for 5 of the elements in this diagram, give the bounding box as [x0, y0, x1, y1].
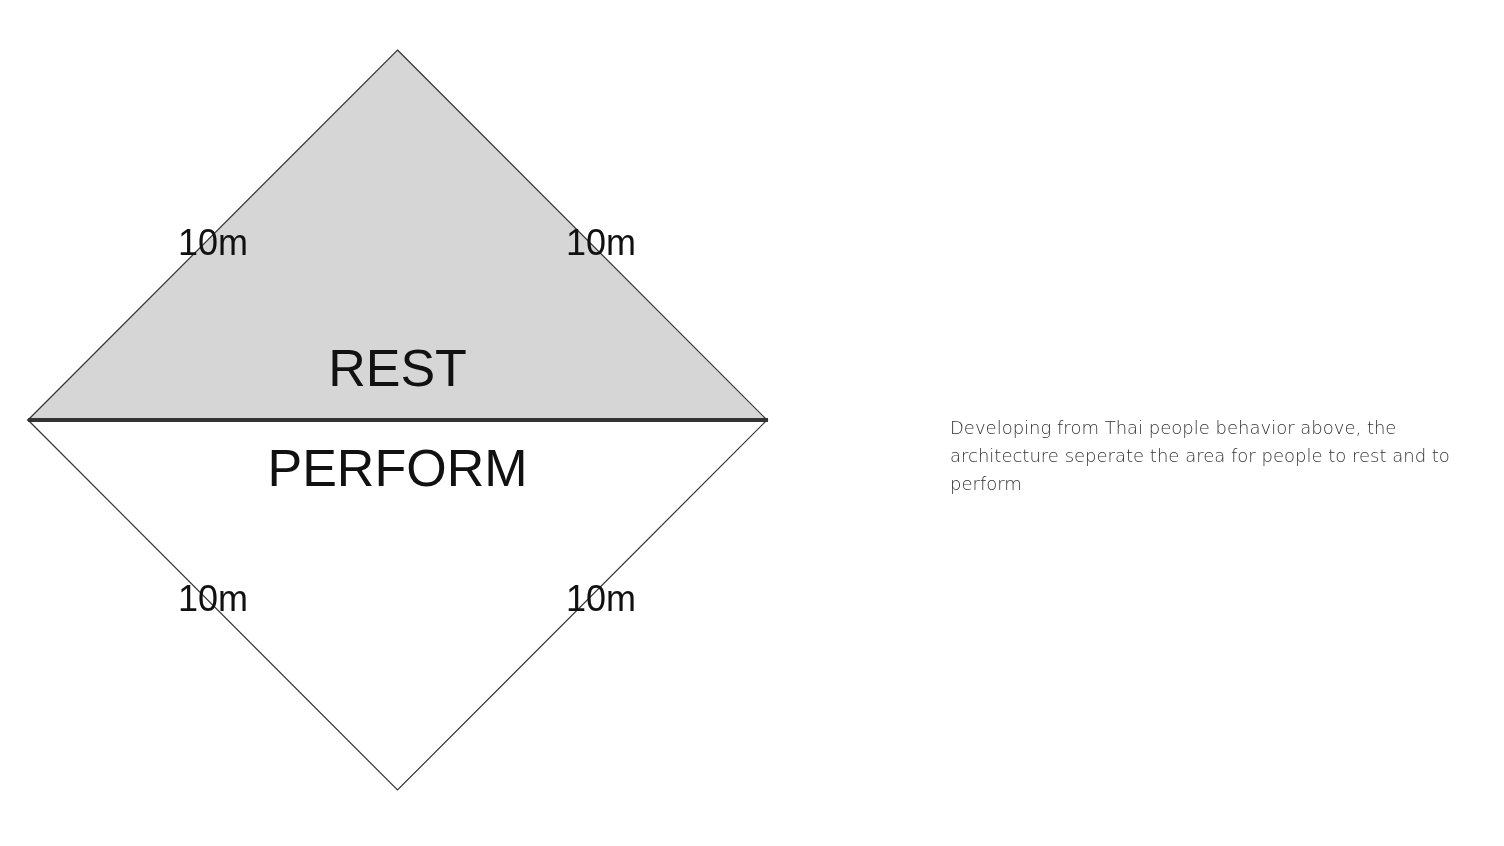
triangle-area [28, 420, 767, 790]
area-label: PERFORM [266, 438, 529, 498]
description-paragraph: Developing from Thai people behavior above, the architecture seperate the area for people to rest and to perform [950, 416, 1451, 496]
area-label: REST [327, 338, 468, 398]
triangle-area [28, 50, 767, 420]
